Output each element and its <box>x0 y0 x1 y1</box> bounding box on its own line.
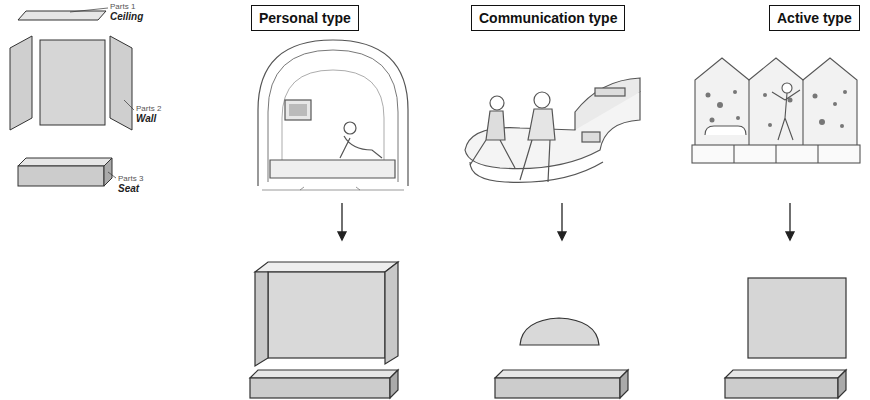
parts-exploded <box>10 8 134 186</box>
part-name: Ceiling <box>110 11 143 22</box>
heading-text: Communication type <box>479 9 617 27</box>
part-name: Wall <box>136 113 156 124</box>
part-name: Seat <box>118 183 139 194</box>
down-arrows <box>338 203 794 240</box>
part-combinations <box>250 262 846 398</box>
type-heading-box: Communication type <box>471 5 625 31</box>
part-number: Parts 3 <box>118 174 143 183</box>
active-sketch <box>692 58 860 163</box>
part-number: Parts 2 <box>136 104 161 113</box>
type-heading-box: Personal type <box>251 5 359 31</box>
personal-sketch <box>258 40 408 190</box>
heading-text: Active type <box>777 9 852 27</box>
type-heading-box: Active type <box>769 5 860 31</box>
part-number: Parts 1 <box>110 2 135 11</box>
communication-sketch <box>465 78 640 182</box>
heading-text: Personal type <box>259 9 351 27</box>
